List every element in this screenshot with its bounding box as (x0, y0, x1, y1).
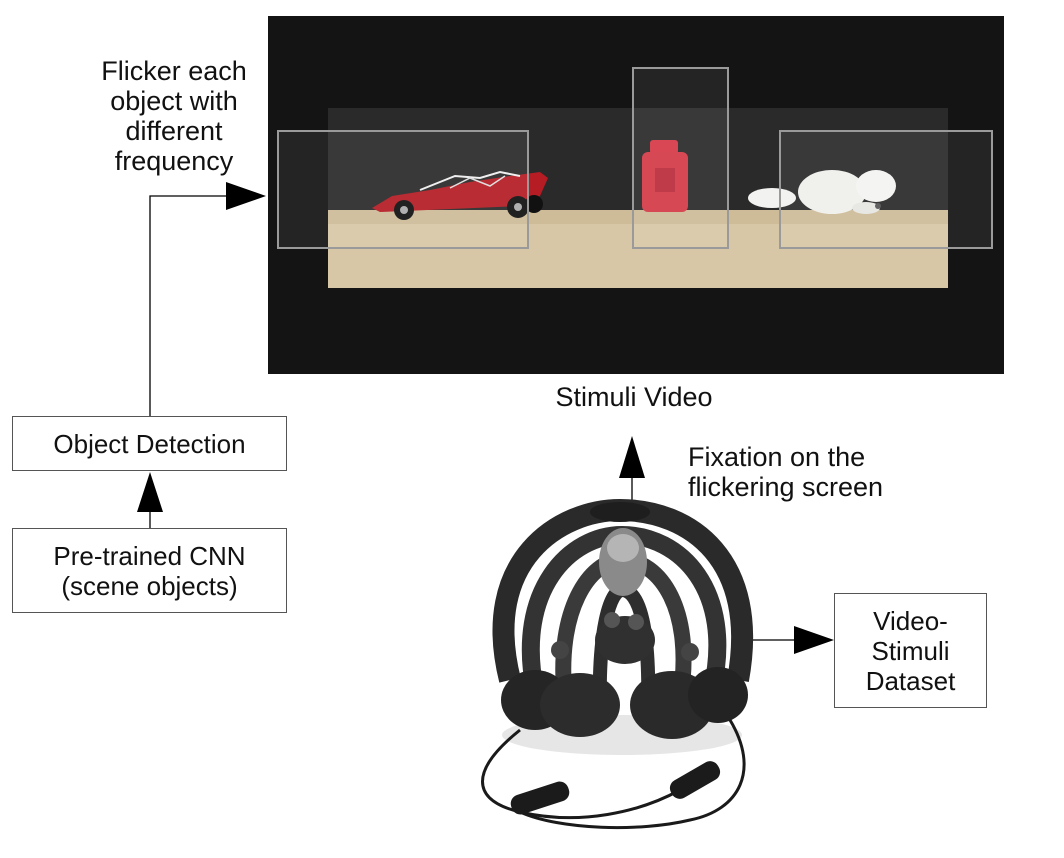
arrowhead-up-icon (619, 436, 645, 478)
flicker-note-line: different (125, 116, 223, 146)
eeg-headset-icon (481, 498, 754, 830)
stimuli-video-caption: Stimuli Video (555, 382, 713, 412)
cnn-box-line: Pre-trained CNN (53, 540, 246, 571)
flicker-note: Flicker each object with different frequ… (70, 56, 278, 176)
fixation-note-line: flickering screen (688, 472, 884, 502)
flicker-note-line: Flicker each (101, 56, 247, 86)
dataset-box: Video- Stimuli Dataset (834, 593, 987, 708)
flicker-note-line: frequency (114, 146, 234, 176)
fixation-note-line: Fixation on the (688, 442, 866, 472)
cnn-box-line: (scene objects) (61, 570, 238, 601)
dataset-box-line: Stimuli (871, 635, 950, 666)
flicker-note-line: object with (110, 86, 238, 116)
object-detection-box: Object Detection (12, 416, 287, 471)
dataset-box-line: Video- (873, 605, 948, 636)
detection-to-screen-connector (149, 195, 228, 416)
arrowhead-up-icon (137, 472, 163, 512)
dataset-box-line: Dataset (865, 665, 956, 696)
toy-car-icon (372, 170, 548, 220)
detection-box-bottle (632, 67, 729, 249)
detection-box-dog (779, 130, 993, 249)
toy-dog-icon (748, 170, 896, 214)
fixation-note: Fixation on the flickering screen (688, 442, 988, 502)
object-detection-label: Object Detection (53, 428, 246, 459)
arrowhead-right-icon (226, 182, 266, 210)
arrowhead-right-icon (794, 626, 834, 654)
detection-box-car (277, 130, 529, 249)
bottle-icon (642, 140, 688, 212)
cnn-box: Pre-trained CNN (scene objects) (12, 528, 287, 613)
